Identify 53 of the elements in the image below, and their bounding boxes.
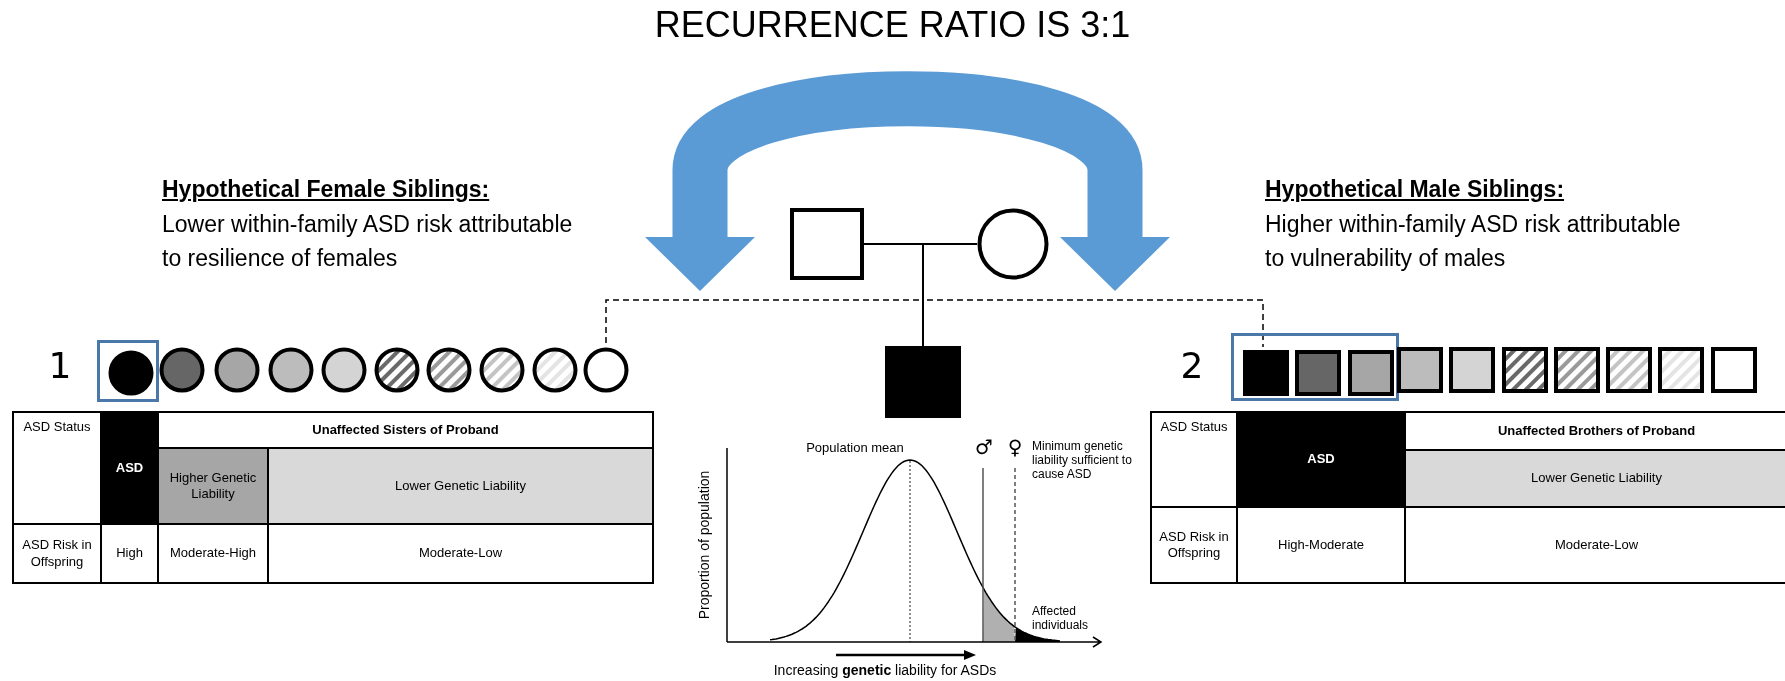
circle-symbol	[214, 347, 260, 393]
highlight-frame	[1231, 333, 1399, 401]
circle-symbol	[268, 347, 314, 393]
pedigree-line	[863, 243, 978, 245]
note-text: Lower within-family ASD risk attributable to resilience of females	[162, 210, 574, 273]
liability-cell: Lower Genetic Liability	[267, 447, 654, 525]
circle-symbol	[532, 347, 578, 393]
square-symbol	[1449, 347, 1496, 393]
status-cell: ASD	[1236, 411, 1406, 508]
liability-cell: Lower Genetic Liability	[1404, 449, 1785, 508]
axis-label: Proportion of population	[696, 469, 713, 622]
heading: Hypothetical Female Siblings:	[162, 176, 490, 203]
heading: Hypothetical Male Siblings:	[1265, 176, 1565, 203]
circle-symbol	[977, 208, 1049, 280]
row-header-cell: ASD Status	[1150, 411, 1238, 508]
square-symbol	[1243, 350, 1289, 396]
circle-symbol	[426, 347, 472, 393]
square-symbol	[1347, 350, 1394, 396]
title: RECURRENCE RATIO IS 3:1	[653, 4, 1132, 46]
row-header-cell: ASD Status	[12, 411, 102, 525]
circle-symbol	[321, 347, 367, 393]
square-symbol	[790, 208, 864, 280]
male-symbol: ♂	[974, 436, 994, 459]
callout-number: 1	[47, 345, 73, 387]
row-header-cell: ASD Risk in Offspring	[1150, 506, 1238, 584]
square-symbol	[1606, 347, 1653, 393]
female-symbol: ♀	[1006, 436, 1024, 459]
circle-symbol	[583, 347, 629, 393]
circle-symbol	[374, 347, 420, 393]
square-symbol	[1658, 347, 1705, 393]
square-symbol	[1501, 347, 1548, 393]
note-text: Higher within-family ASD risk attributable to vulnerability of males	[1265, 210, 1682, 273]
square-symbol	[1553, 347, 1600, 393]
status-cell: ASD	[100, 411, 159, 525]
axis-label: Increasing genetic liability for ASDs	[772, 662, 998, 679]
curved-arrow	[645, 71, 1170, 291]
chart-annotation: Population mean	[805, 441, 905, 456]
liability-cell: Higher Genetic Liability	[157, 447, 269, 525]
pedigree-line	[922, 299, 1264, 348]
circle-symbol	[159, 347, 205, 393]
square-symbol	[1396, 347, 1443, 393]
column-header-cell: Unaffected Sisters of Proband	[157, 411, 654, 449]
square-symbol	[1295, 350, 1342, 396]
square-symbol	[885, 346, 961, 418]
circle-symbol	[479, 347, 525, 393]
highlight-frame	[97, 340, 159, 402]
chart-annotation: Minimum genetic liability sufficient to cause ASD	[1032, 440, 1133, 482]
risk-cell: Moderate-Low	[267, 523, 654, 584]
callout-number: 2	[1179, 345, 1205, 387]
square-symbol	[1710, 347, 1757, 393]
circle-symbol	[108, 350, 154, 396]
chart-annotation: Affected individuals	[1032, 605, 1090, 633]
row-header-cell: ASD Risk in Offspring	[12, 523, 102, 584]
